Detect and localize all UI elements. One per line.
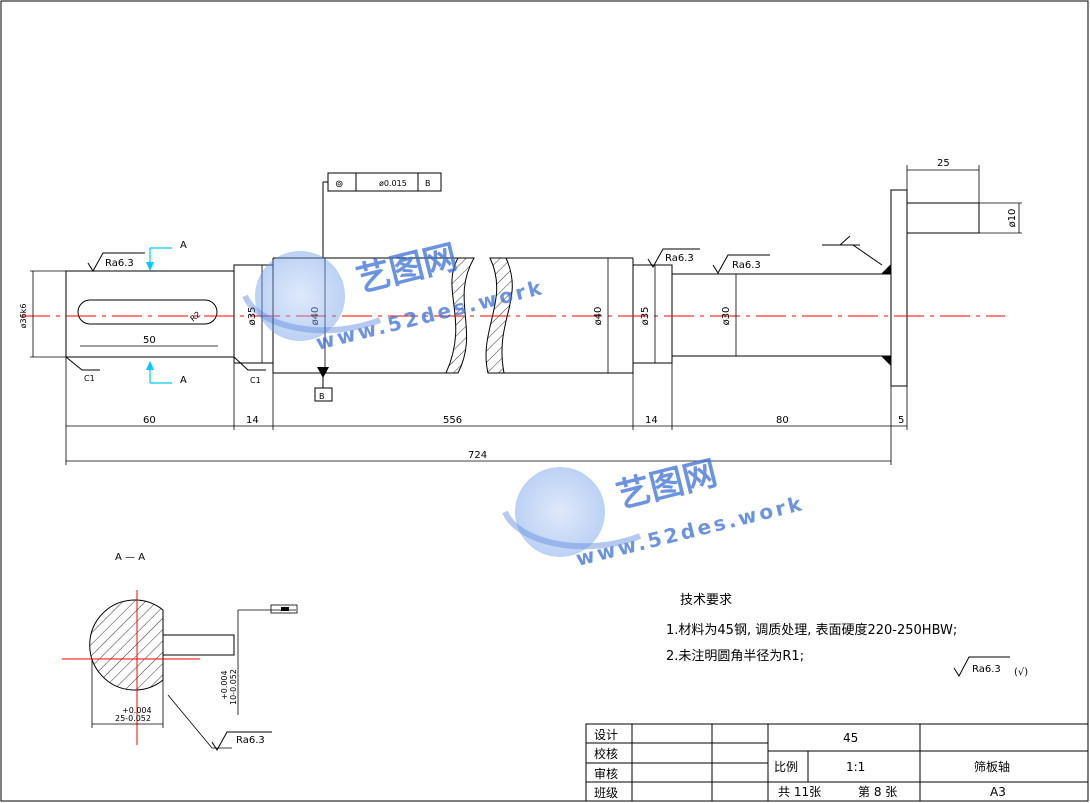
tb-part-name: 筛板轴 — [974, 759, 1010, 774]
dia-35-right-label: ø35 — [640, 307, 651, 326]
tb-scale-label: 比例 — [774, 760, 798, 774]
tb-total-sheets: 共 11张 — [778, 785, 821, 799]
watermark-cn-2: 艺图网 — [613, 453, 722, 516]
seg-step1-label: 14 — [246, 415, 259, 426]
weld-mark-bottom — [881, 356, 891, 366]
flange-plate — [890, 189, 908, 387]
tb-sheet-no: 第 8 张 — [858, 785, 897, 799]
seg-end-label: 80 — [776, 415, 789, 426]
dia-keyed-label: ø36k6 — [19, 304, 28, 329]
watermark-url-2: www.52des.work — [573, 491, 806, 571]
roughness-symbol-1 — [87, 252, 145, 272]
key-slot — [77, 299, 218, 325]
coaxiality-icon: ⊚ — [335, 179, 343, 190]
tb-material: 45 — [843, 731, 858, 745]
chamfer-label-1: C1 — [84, 374, 95, 383]
tech-req-item-1: 1.材料为45钢, 调质处理, 表面硬度220-250HBW; — [666, 622, 957, 638]
weld-leader — [822, 235, 883, 266]
tb-design: 设计 — [594, 728, 618, 742]
tb-paper: A3 — [990, 785, 1006, 799]
section-height-label: 10-0.052 — [229, 669, 238, 705]
tb-scale-value: 1:1 — [846, 760, 865, 774]
dia-10-label: ø10 — [1007, 209, 1018, 228]
general-roughness-note: (√) — [1014, 667, 1028, 678]
seg-step2-label: 14 — [645, 415, 658, 426]
section-width-tol: +0.004 — [122, 706, 152, 715]
roughness-symbol-3 — [712, 254, 770, 274]
section-view — [62, 590, 298, 751]
datum-triangle — [317, 367, 329, 378]
shaft-end-segment — [671, 273, 892, 357]
watermark-url-1: www.52des.work — [313, 275, 546, 355]
general-roughness-value: Ra6.3 — [972, 664, 1001, 675]
seg-flange-label: 5 — [898, 415, 904, 426]
tb-class: 班级 — [594, 786, 618, 800]
dia-30-label: ø30 — [721, 307, 732, 326]
seg-main-label: 556 — [443, 415, 462, 426]
section-title: A — A — [115, 552, 145, 563]
tb-review: 审核 — [594, 766, 618, 781]
pin-length-label: 25 — [937, 158, 950, 169]
dia-35-left-label: ø35 — [247, 307, 258, 326]
section-width-label: 25-0.052 — [115, 714, 151, 723]
tolerance-value: ø0.015 — [379, 179, 407, 188]
section-mark-bottom: A — [180, 375, 187, 386]
roughness-value-3: Ra6.3 — [732, 260, 761, 271]
general-roughness-symbol — [953, 656, 1010, 678]
dia-40-right-label: ø40 — [593, 307, 604, 326]
tolerance-datum: B — [425, 179, 431, 188]
tech-req-item-2: 2.未注明圆角半径为R1; — [666, 649, 804, 664]
roughness-value-2: Ra6.3 — [665, 253, 694, 264]
section-mark-top: A — [180, 240, 187, 251]
flange-pin — [906, 202, 980, 234]
watermark-cn-1: 艺图网 — [353, 237, 462, 300]
title-block — [585, 723, 1089, 802]
shaft-step-right — [632, 264, 673, 364]
weld-mark-top — [881, 264, 891, 274]
key-radius-label: R2 — [189, 310, 203, 324]
shaft-main-view — [65, 189, 980, 387]
seg-keyed-label: 60 — [143, 415, 156, 426]
roughness-value-1: Ra6.3 — [105, 258, 134, 269]
tb-check: 校核 — [594, 746, 618, 761]
tolerance-frame — [322, 172, 442, 258]
section-height-tol: +0.004 — [220, 670, 229, 700]
overall-length-label: 724 — [468, 450, 487, 461]
section-cut-marks — [146, 247, 172, 384]
roughness-symbol-2 — [647, 248, 700, 268]
datum-label: B — [319, 392, 325, 401]
section-roughness-value: Ra6.3 — [236, 735, 265, 746]
chamfer-label-2: C1 — [250, 376, 261, 385]
tech-req-title: 技术要求 — [680, 593, 732, 608]
watermark-2: 艺图网 www.52des.work — [502, 453, 807, 571]
key-length-label: 50 — [143, 335, 156, 346]
